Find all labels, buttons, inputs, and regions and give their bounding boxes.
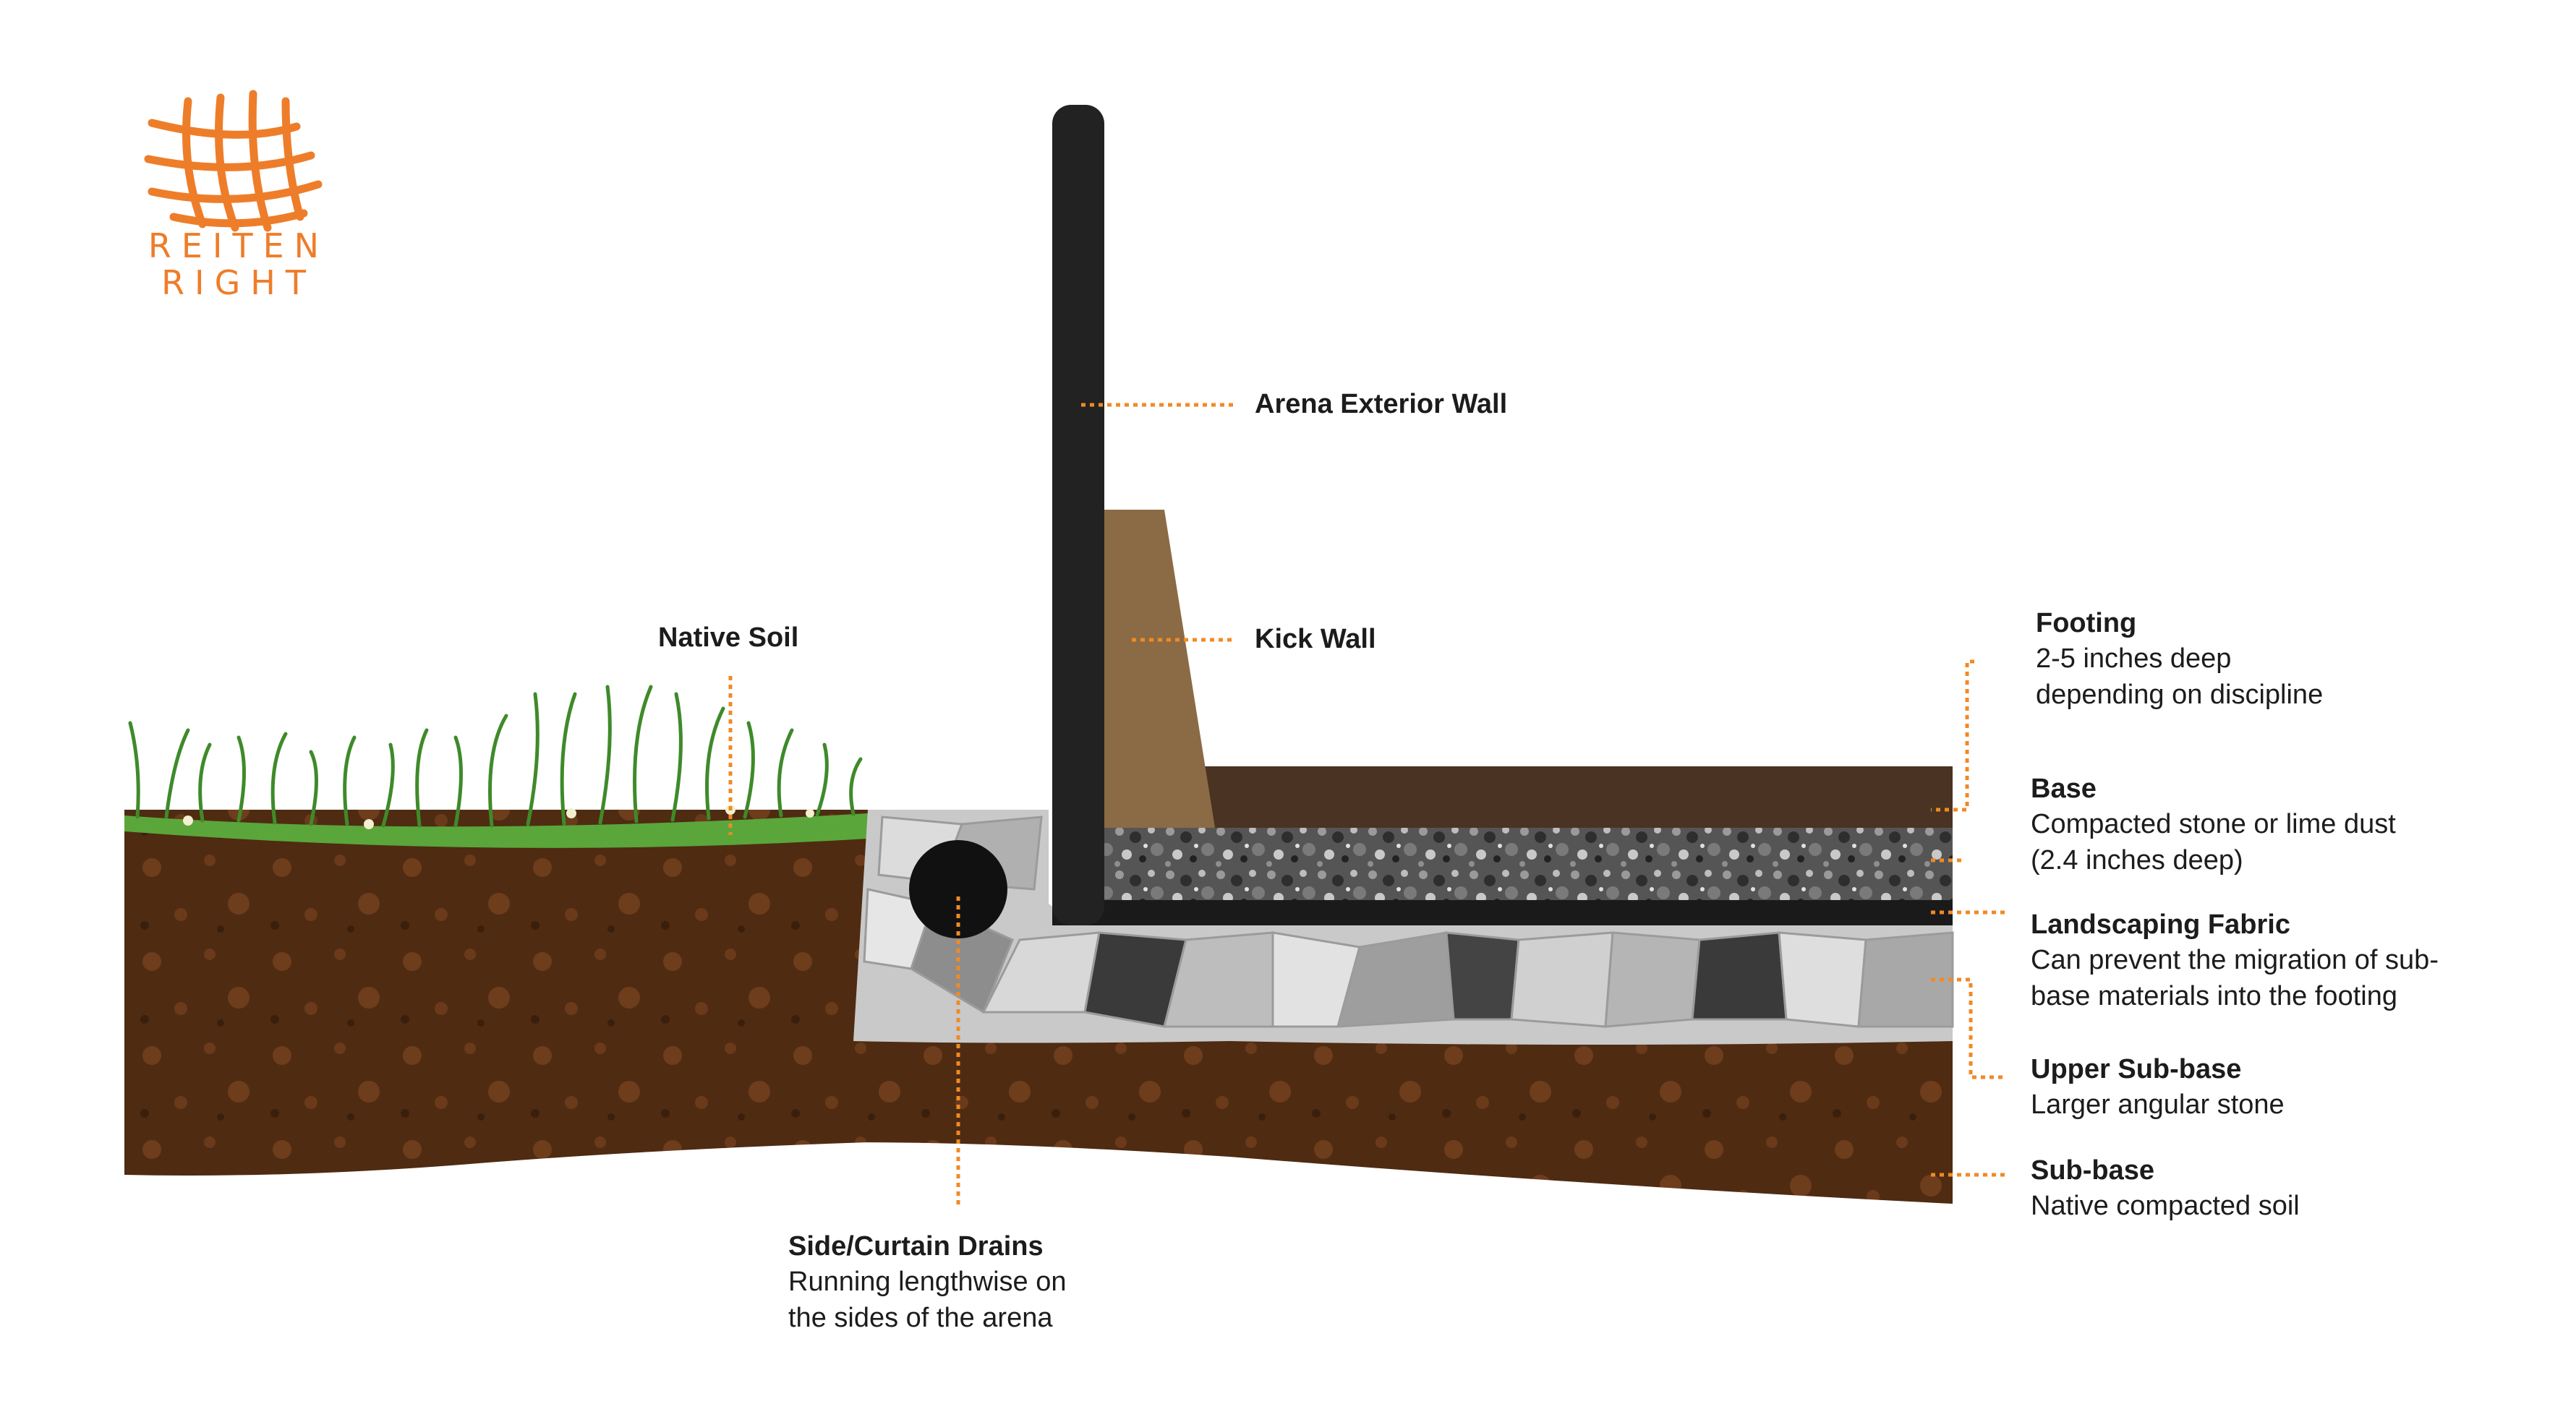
grass-strip bbox=[124, 813, 868, 848]
label-footing: Footing 2-5 inches deep depending on dis… bbox=[2036, 606, 2323, 713]
label-base: Base Compacted stone or lime dust (2.4 i… bbox=[2031, 771, 2396, 878]
label-title: Arena Exterior Wall bbox=[1255, 389, 1508, 419]
label-desc-1: Compacted stone or lime dust bbox=[2031, 809, 2396, 840]
kick-wall bbox=[1103, 510, 1215, 828]
sub-base-soil bbox=[853, 1027, 1953, 1204]
label-arena-exterior-wall: Arena Exterior Wall bbox=[1255, 387, 1507, 422]
grass-blades bbox=[128, 685, 863, 828]
label-title: Footing bbox=[2036, 608, 2137, 638]
landscaping-fabric bbox=[1052, 900, 1953, 925]
logo-wordmark: REITEN RIGHT bbox=[108, 228, 369, 301]
label-desc-1: Can prevent the migration of sub- bbox=[2031, 945, 2439, 976]
label-title: Kick Wall bbox=[1255, 624, 1376, 654]
label-title: Landscaping Fabric bbox=[2031, 909, 2290, 940]
label-desc-1: Larger angular stone bbox=[2031, 1089, 2285, 1121]
label-kick-wall: Kick Wall bbox=[1255, 622, 1376, 657]
label-desc-2: (2.4 inches deep) bbox=[2031, 844, 2243, 876]
label-desc-1: 2-5 inches deep bbox=[2036, 643, 2232, 675]
label-desc-2: depending on discipline bbox=[2036, 679, 2324, 710]
footing-layer bbox=[1099, 766, 1953, 828]
label-desc-2: base materials into the footing bbox=[2031, 980, 2397, 1011]
curtain-drain-pipe bbox=[909, 840, 1007, 938]
label-title: Base bbox=[2031, 774, 2097, 804]
label-desc-2: the sides of the arena bbox=[788, 1302, 1053, 1333]
label-upper-sub-base: Upper Sub-base Larger angular stone bbox=[2031, 1052, 2285, 1123]
label-title: Upper Sub-base bbox=[2031, 1054, 2242, 1084]
label-title: Side/Curtain Drains bbox=[788, 1231, 1044, 1262]
label-desc-1: Running lengthwise on bbox=[788, 1267, 1067, 1298]
native-soil-body bbox=[124, 810, 868, 1176]
label-side-curtain-drains: Side/Curtain Drains Running lengthwise o… bbox=[788, 1229, 1067, 1336]
angular-stones bbox=[863, 815, 1954, 1028]
label-desc-1: Native compacted soil bbox=[2031, 1191, 2300, 1222]
label-title: Native Soil bbox=[658, 622, 799, 653]
leader-lines bbox=[728, 403, 2007, 1207]
arena-exterior-wall bbox=[1052, 105, 1104, 925]
label-landscaping-fabric: Landscaping Fabric Can prevent the migra… bbox=[2031, 907, 2439, 1014]
logo-line-1: REITEN bbox=[148, 226, 330, 265]
label-sub-base: Sub-base Native compacted soil bbox=[2031, 1153, 2300, 1225]
base-layer bbox=[1099, 828, 1953, 900]
reiten-right-logo-mark-icon bbox=[144, 90, 323, 232]
logo-line-2: RIGHT bbox=[161, 262, 316, 302]
label-native-soil: Native Soil bbox=[658, 620, 798, 656]
label-title: Sub-base bbox=[2031, 1155, 2155, 1186]
